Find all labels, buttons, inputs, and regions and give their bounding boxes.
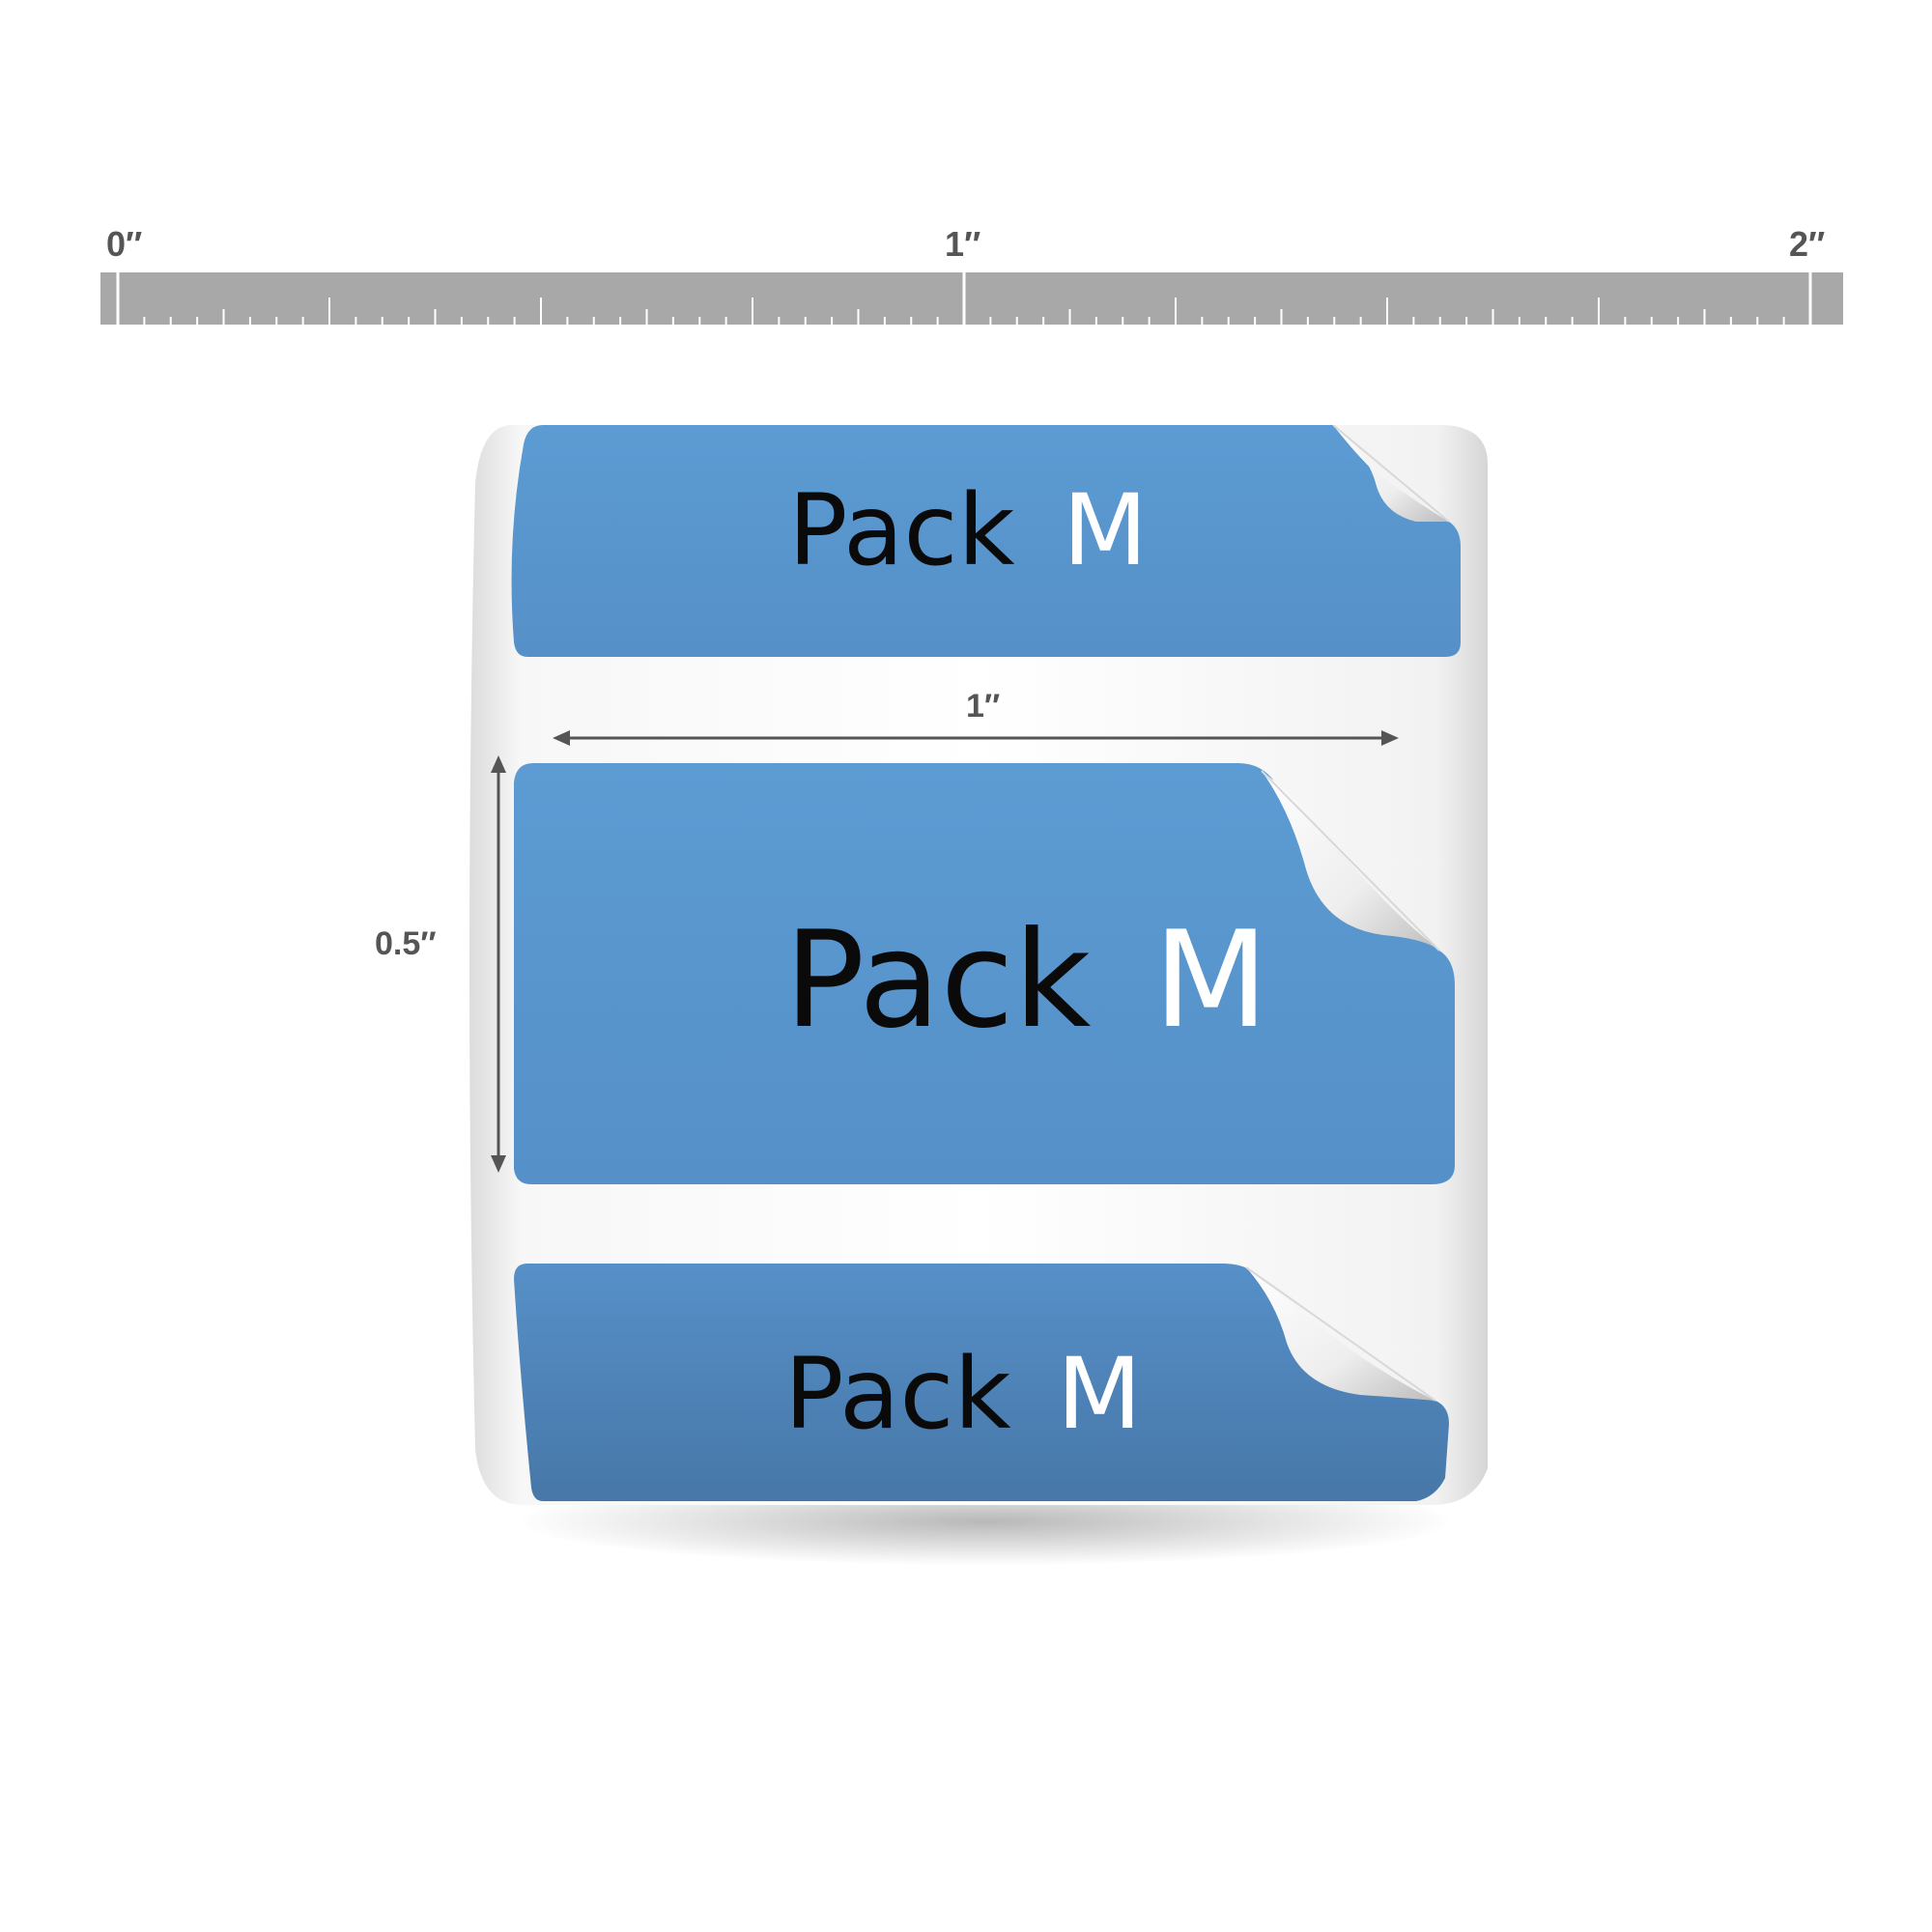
label-top xyxy=(511,425,1461,657)
label-middle xyxy=(514,763,1455,1184)
brand-text-middle: Pack xyxy=(784,902,1091,1058)
brand-text-top: Pack xyxy=(788,473,1015,588)
label-bottom-curl xyxy=(1246,1267,1435,1401)
ruler-ticks xyxy=(116,272,1812,325)
label-bottom xyxy=(514,1264,1449,1501)
ruler xyxy=(100,272,1843,325)
brand-accent-middle: M xyxy=(1153,902,1268,1058)
brand-text-bottom: Pack xyxy=(784,1337,1011,1452)
brand-accent-bottom: M xyxy=(1057,1337,1142,1452)
label-top-curl xyxy=(1333,425,1449,522)
width-dimension-label: 1″ xyxy=(966,688,1001,724)
ruler-label-1: 1″ xyxy=(945,224,981,264)
ruler-label-2: 2″ xyxy=(1789,224,1826,264)
brand-logo-middle: Pack M xyxy=(784,902,1268,1058)
height-dimension-label: 0.5″ xyxy=(375,925,437,962)
brand-logo-top: Pack M xyxy=(788,473,1148,588)
height-dimension-arrow xyxy=(491,755,506,1173)
width-dimension-arrow xyxy=(553,730,1399,746)
brand-accent-top: M xyxy=(1063,473,1148,588)
label-roll: Pack M Pack M Pack M xyxy=(469,425,1488,1505)
ruler-label-0: 0″ xyxy=(106,224,143,264)
brand-logo-bottom: Pack M xyxy=(784,1337,1142,1452)
